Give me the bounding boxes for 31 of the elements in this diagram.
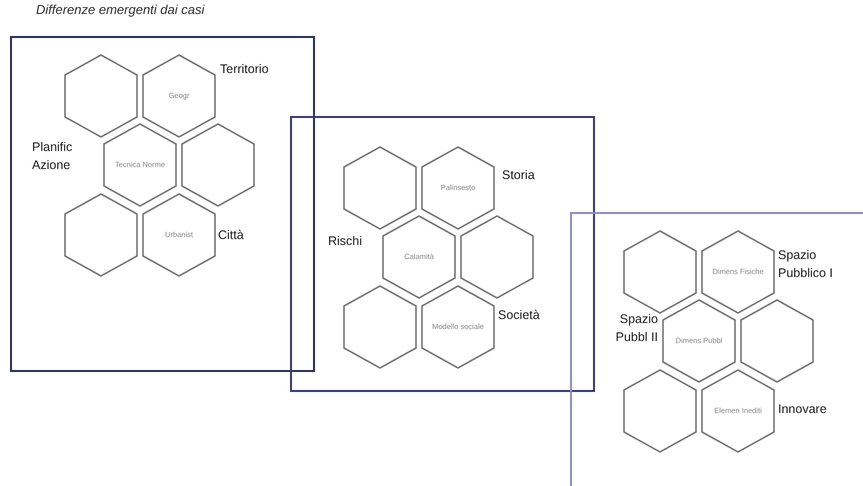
diagram-title: Differenze emergenti dai casi — [36, 2, 204, 17]
hexagon — [65, 194, 137, 276]
side-label: Planific Azione — [32, 139, 74, 174]
hexagon — [182, 124, 254, 206]
hexagon — [344, 286, 416, 368]
side-label: Territorio — [220, 61, 269, 78]
side-label: Innovare — [778, 401, 827, 418]
side-label: Storia — [502, 167, 535, 184]
hexagon — [422, 147, 494, 229]
hexagon — [702, 231, 774, 313]
side-label: Rischi — [328, 233, 362, 250]
hexagon — [344, 147, 416, 229]
hexagon — [383, 216, 455, 298]
hexagon — [143, 194, 215, 276]
side-label: Spazio Pubblico I — [778, 247, 834, 282]
hexagon — [741, 300, 813, 382]
hexagon — [143, 55, 215, 137]
frame-box — [10, 36, 315, 372]
hexagon — [663, 300, 735, 382]
hexagon — [702, 370, 774, 452]
hexagon — [624, 231, 696, 313]
side-label: Città — [218, 227, 244, 244]
frame-box — [570, 212, 863, 486]
hexagon — [65, 55, 137, 137]
side-label: Spazio Pubbl II — [614, 311, 658, 346]
side-label: Società — [498, 307, 540, 324]
hexagon — [624, 370, 696, 452]
frame-box — [290, 116, 595, 392]
hexagon — [422, 286, 494, 368]
hexagon — [461, 216, 533, 298]
hexagon — [104, 124, 176, 206]
